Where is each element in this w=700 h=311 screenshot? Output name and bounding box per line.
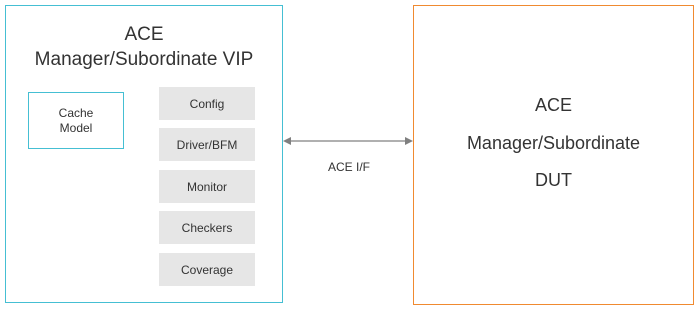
dut-block: ACE Manager/Subordinate DUT: [413, 5, 694, 305]
cache-model-label-line2: Model: [59, 120, 93, 135]
interface-arrow: [283, 137, 413, 145]
dut-label-line2: Manager/Subordinate: [466, 133, 641, 153]
arrow-head-right-icon: [405, 137, 413, 145]
interface-label: ACE I/F: [327, 160, 370, 174]
dut-label-line1: ACE: [534, 95, 572, 115]
cache-model-label-line1: Cache: [58, 105, 94, 120]
arrow-head-left-icon: [283, 137, 291, 145]
component-monitor: Monitor: [159, 170, 255, 203]
vip-title-line2: Manager/Subordinate VIP: [34, 49, 254, 70]
cache-model-block: Cache Model: [28, 92, 124, 149]
component-checkers: Checkers: [159, 211, 255, 244]
dut-label-line3: DUT: [535, 170, 572, 190]
component-config: Config: [159, 87, 255, 120]
vip-title-line1: ACE: [124, 24, 164, 45]
component-driver-bfm: Driver/BFM: [159, 128, 255, 161]
vip-block: ACE Manager/Subordinate VIP Cache Model …: [5, 5, 283, 303]
component-coverage: Coverage: [159, 253, 255, 286]
